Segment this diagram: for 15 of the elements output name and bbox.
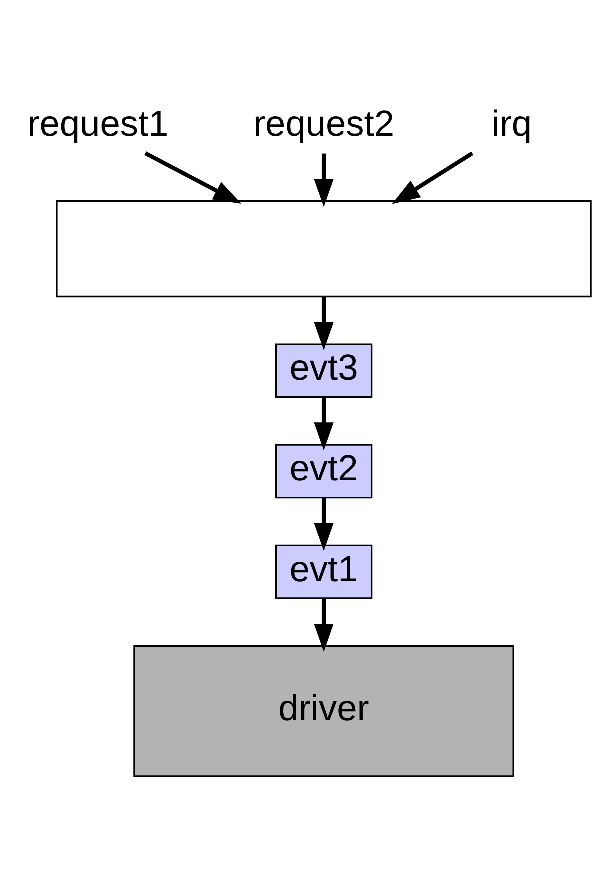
arrow <box>392 152 474 204</box>
arrow <box>314 154 334 208</box>
arrow <box>314 296 334 350</box>
node-box: evt1 <box>275 544 373 600</box>
node-text: request1 <box>28 103 169 144</box>
node-text: request2 <box>253 103 395 144</box>
node-box: evt3 <box>275 344 373 398</box>
arrow <box>144 152 242 204</box>
node-text: irq <box>492 103 532 144</box>
node-box: driver <box>134 645 514 778</box>
node-box <box>56 200 592 298</box>
arrow <box>314 398 334 451</box>
arrow <box>314 498 334 552</box>
arrow <box>314 598 334 652</box>
node-box: evt2 <box>275 444 373 499</box>
